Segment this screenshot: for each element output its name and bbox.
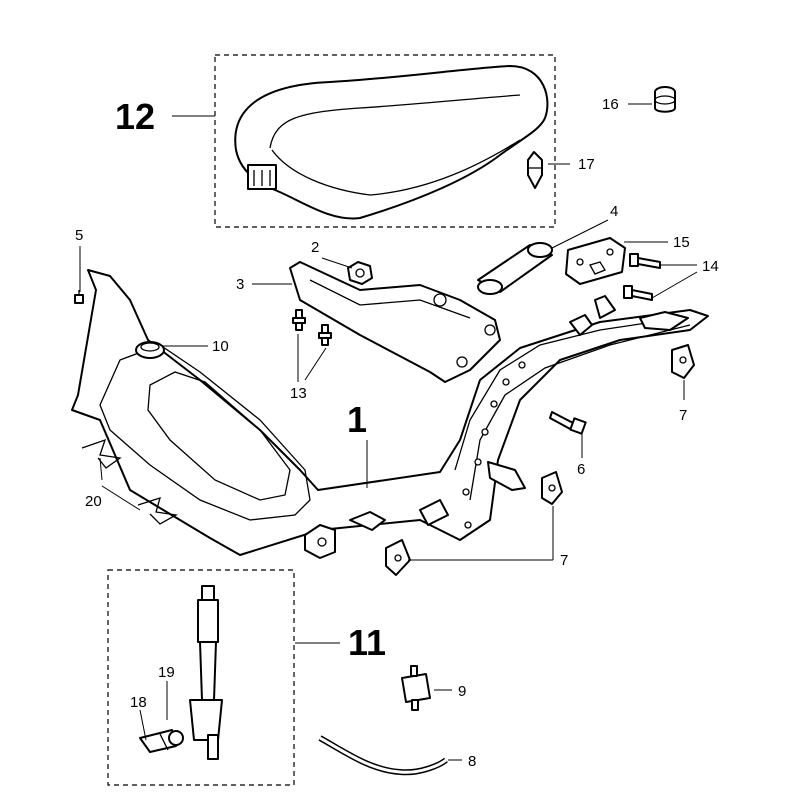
leader-lines	[79, 103, 698, 761]
studs-part	[292, 309, 332, 346]
seat-buffer-part	[527, 151, 543, 189]
screw-part	[74, 290, 84, 304]
callout-13: 13	[290, 385, 307, 402]
clip-part-3	[385, 539, 411, 576]
callout-8: 8	[468, 753, 476, 770]
nut-part	[347, 261, 373, 285]
callout-10: 10	[212, 338, 229, 355]
fuel-filter-part	[401, 665, 431, 711]
callout-2: 2	[311, 239, 319, 256]
rubber-bumper-part	[654, 86, 676, 113]
fuel-tap-group-box	[107, 569, 295, 786]
callout-14: 14	[702, 258, 719, 275]
callout-12: 12	[115, 96, 155, 137]
seat-part	[234, 65, 549, 220]
callout-5: 5	[75, 227, 83, 244]
callout-4: 4	[610, 203, 618, 220]
callout-7-upper: 7	[679, 407, 687, 424]
callout-6: 6	[577, 461, 585, 478]
callout-11: 11	[348, 622, 386, 663]
callout-20: 20	[85, 493, 102, 510]
callout-15: 15	[673, 234, 690, 251]
callout-3: 3	[236, 276, 244, 293]
callout-16: 16	[602, 96, 619, 113]
fuel-tap-part	[139, 585, 223, 760]
callout-1: 1	[347, 399, 367, 440]
bracket-part	[289, 261, 501, 383]
bolts-part	[623, 253, 661, 301]
fuel-hose-part	[318, 735, 448, 776]
hinge-part	[477, 242, 553, 295]
long-bolt-part	[549, 411, 587, 435]
callout-18: 18	[130, 694, 147, 711]
clip-part-1	[671, 344, 695, 379]
callout-9: 9	[458, 683, 466, 700]
seat-group-box	[214, 54, 556, 228]
spring-clip-part	[81, 438, 178, 525]
callout-7-lower: 7	[560, 552, 568, 569]
main-frame-part	[71, 269, 709, 559]
clip-part-2	[541, 471, 563, 505]
callout-19: 19	[158, 664, 175, 681]
seat-latch-part	[565, 237, 626, 285]
callout-17: 17	[578, 156, 595, 173]
